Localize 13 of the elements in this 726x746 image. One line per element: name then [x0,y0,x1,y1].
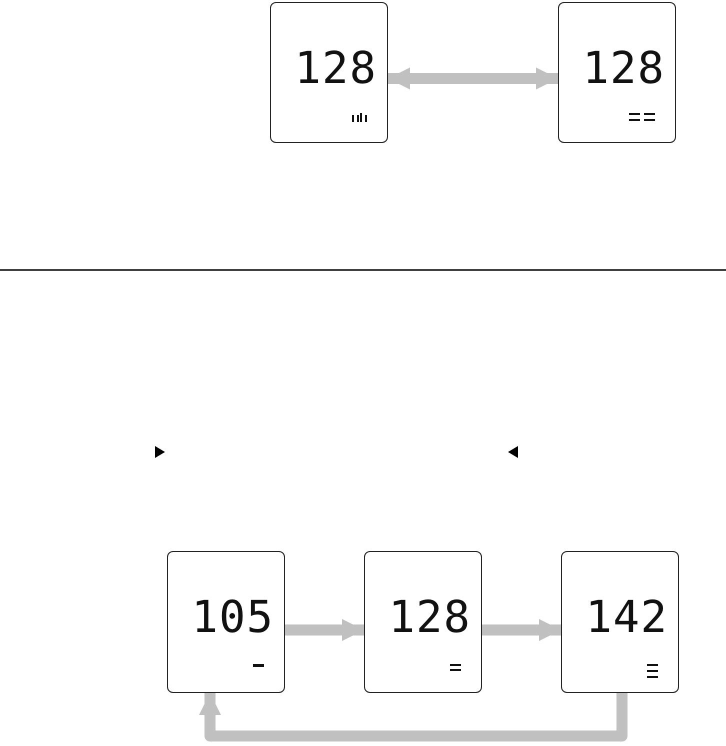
lcd-display [561,551,679,693]
reading-value: 142 [586,596,668,640]
lcd-display [558,2,676,143]
reading-value: 128 [388,596,471,640]
lcd-display [364,551,482,693]
arrow [388,68,558,90]
lcd-display [167,551,285,693]
reading-value: 128 [294,47,377,91]
arrow [482,619,561,641]
reading-value: 105 [192,596,274,640]
lcd-display [270,2,388,143]
reading-value: 128 [582,47,665,91]
arrow [285,619,364,641]
